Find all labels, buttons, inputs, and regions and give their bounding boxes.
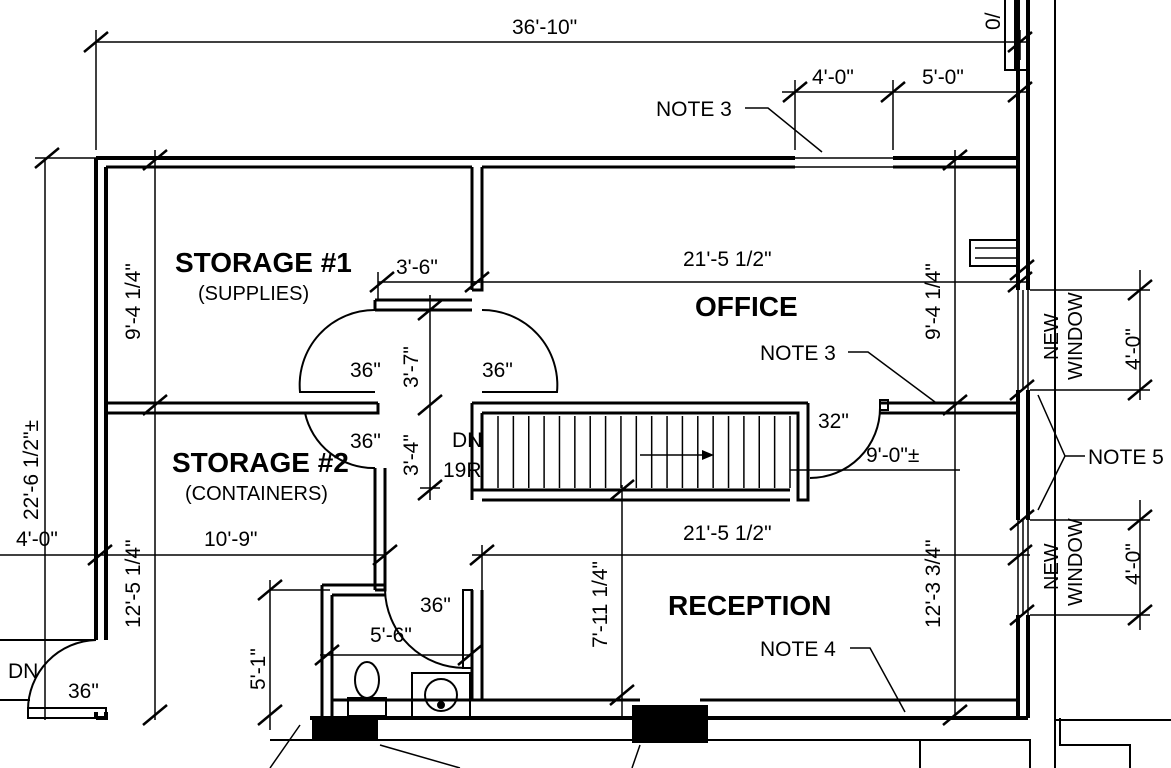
dim-storage2-depth: 12'-5 1/4" [122, 539, 145, 628]
leaders [269, 107, 1085, 768]
dim-door-s1: 36" [350, 359, 381, 382]
dim-door-32: 32" [818, 410, 849, 433]
bath-wall-top [322, 583, 385, 597]
dim-reception-depth-right: 12'-3 3/4" [922, 539, 945, 628]
dim-win-right-1: 4'-0" [1122, 328, 1145, 370]
storage1-office-wall [470, 167, 484, 292]
dim-bath-width: 5'-6" [370, 624, 412, 647]
door-swing-32 [809, 407, 881, 479]
office-lower-right-wall [880, 401, 1018, 415]
dim-corr-3-4: 3'-4" [400, 434, 423, 476]
leader-note5 [1037, 394, 1085, 511]
room-storage2-name: STORAGE #2 [172, 447, 349, 478]
stair-arrowhead [702, 450, 714, 460]
new-window-1-line1: NEW [1041, 313, 1063, 360]
leader-note3-top [745, 107, 823, 153]
exterior-left-wall [94, 158, 108, 640]
leader-note3-mid [848, 351, 936, 403]
dim-win-top-a: 4'-0" [812, 66, 854, 89]
dimension-lines [0, 30, 1153, 730]
entry-door-leaf [27, 707, 107, 719]
dim-reception-depth-left: 7'-11 1/4" [589, 561, 612, 648]
entry-threshold-left [312, 718, 378, 740]
leader-note4 [850, 647, 906, 713]
sink-counter [411, 672, 471, 719]
fixtures [347, 239, 1019, 719]
exterior-right-wall-low [1016, 615, 1030, 718]
stair-left-wall [470, 403, 484, 500]
room-storage1-sub: (SUPPLIES) [198, 283, 309, 305]
exterior-right-wall-mid [1016, 390, 1030, 520]
dim-overall-depth: 22'-6 1/2"± [20, 420, 43, 520]
right-window-1 [1017, 290, 1029, 390]
door-swing-entry [27, 639, 97, 711]
bath-door-leaf [462, 589, 473, 669]
door-swing-storage1 [298, 308, 376, 393]
leader-bottom-left [269, 724, 641, 768]
entry-threshold-center [632, 705, 708, 743]
room-storage1-name: STORAGE #1 [175, 247, 352, 278]
corner-fragment: 0/ [982, 12, 1005, 30]
stair [497, 416, 791, 488]
thresholds [270, 705, 1131, 768]
bottom-stoop-outline [270, 718, 1131, 768]
door-swing-office [481, 308, 559, 393]
dim-door-office: 36" [482, 359, 513, 382]
dim-win-right-2: 4'-0" [1122, 543, 1145, 585]
dim-corr-3-7: 3'-7" [400, 346, 423, 388]
right-window-2 [1017, 520, 1029, 615]
dim-stair-9-0: 9'-0"± [866, 444, 919, 467]
storage2-right-wall [373, 468, 387, 592]
dim-storage2-width: 10'-9" [204, 528, 258, 551]
door-swing-storage2 [304, 412, 376, 470]
dim-door-bath: 36" [420, 594, 451, 617]
note3-top: NOTE 3 [656, 98, 732, 121]
walls [0, 0, 1030, 720]
note5: NOTE 5 [1088, 446, 1164, 469]
dim-door-entry: 36" [68, 680, 99, 703]
dim-corridor-width: 3'-6" [396, 256, 438, 279]
room-storage2-sub: (CONTAINERS) [185, 483, 328, 505]
note3-mid: NOTE 3 [760, 342, 836, 365]
office-door-32-leaf [879, 399, 889, 411]
room-reception-name: RECEPTION [668, 590, 831, 621]
note4: NOTE 4 [760, 638, 836, 661]
dim-office-depth: 9'-4 1/4" [922, 263, 945, 340]
dim-overall-width: 36'-10" [512, 16, 577, 39]
stair-top-wall [472, 401, 810, 502]
dim-left-4-0: 4'-0" [16, 528, 58, 551]
room-office-name: OFFICE [695, 291, 798, 322]
dn-left: DN [8, 660, 38, 683]
dim-door-s2: 36" [350, 430, 381, 453]
top-window [795, 157, 893, 168]
toilet-tank [347, 697, 387, 717]
storage1-return [373, 298, 472, 312]
toilet-bowl [354, 661, 380, 699]
dim-win-top-b: 5'-0" [922, 66, 964, 89]
stair-lower-wall [472, 488, 790, 502]
dim-storage1-depth: 9'-4 1/4" [122, 263, 145, 340]
dim-office-width: 21'-5 1/2" [683, 248, 772, 271]
stair-dn-label: DN [452, 429, 482, 452]
sink-basin [424, 678, 458, 712]
door-swing-bath [384, 589, 466, 669]
dim-bath-depth: 5'-1" [247, 648, 270, 690]
new-window-2-line2: WINDOW [1065, 518, 1087, 606]
lower-left-landing [0, 639, 96, 701]
new-window-2-line1: NEW [1041, 543, 1063, 590]
dim-reception-width: 21'-5 1/2" [683, 522, 772, 545]
bath-wall-left [320, 585, 334, 718]
stair-risers-label: 19R [443, 459, 482, 482]
door-swings [27, 308, 889, 719]
sink-drain [437, 701, 445, 709]
corner-detail [1004, 0, 1171, 768]
storage-divider-wall [106, 401, 380, 415]
new-window-1-line2: WINDOW [1065, 292, 1087, 380]
wall-fixture [969, 239, 1019, 267]
